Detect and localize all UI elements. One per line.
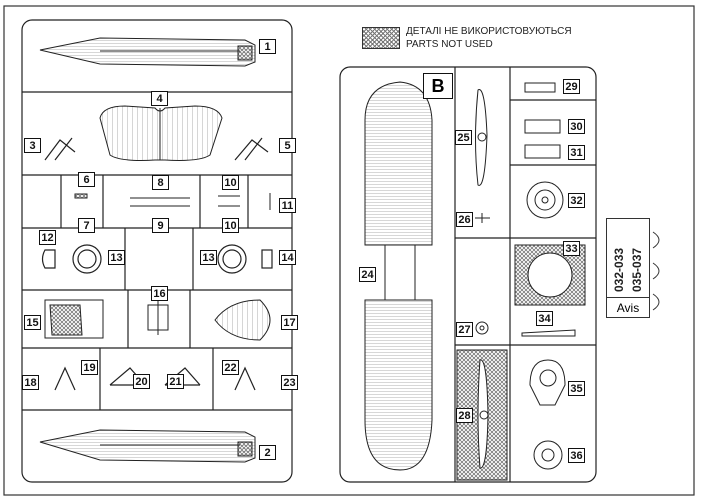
parts-35-36 (529, 359, 566, 470)
part-label-36: 36 (568, 448, 585, 463)
part-label-23: 23 (281, 375, 298, 390)
fuselage-half-bottom (39, 429, 256, 463)
part-label-12: 12 (39, 230, 56, 245)
small-parts-26-27 (475, 213, 490, 335)
part-label-9: 9 (152, 218, 169, 233)
code-box-arcs (652, 231, 660, 311)
kit-code-1: 032-033 (612, 247, 626, 292)
part-label-11: 11 (279, 198, 296, 213)
part-label-25: 25 (455, 130, 472, 145)
wing-part-24 (364, 81, 433, 471)
parts-29-31 (524, 82, 561, 159)
part-16-frame (147, 300, 169, 335)
part-label-21: 21 (167, 374, 184, 389)
part-label-26: 26 (456, 212, 473, 227)
part-label-13b: 13 (200, 250, 217, 265)
part-label-13a: 13 (108, 250, 125, 265)
part-label-17: 17 (281, 315, 298, 330)
part-17-cowl (214, 299, 271, 341)
part-label-35: 35 (568, 381, 585, 396)
part-label-19: 19 (81, 360, 98, 375)
part-label-16: 16 (151, 286, 168, 301)
part-label-3: 3 (24, 138, 41, 153)
brand-label: Avis (606, 297, 650, 318)
part-label-28: 28 (456, 408, 473, 423)
part-label-22: 22 (222, 360, 239, 375)
tailplane-part (99, 105, 223, 161)
part-label-30: 30 (568, 119, 585, 134)
part-33-not-used (514, 244, 586, 306)
wheel-parts (41, 244, 273, 274)
small-parts-row (74, 193, 271, 210)
part-34-gun (521, 329, 576, 337)
part-label-32: 32 (568, 193, 585, 208)
part-label-10b: 10 (222, 218, 239, 233)
part-label-31: 31 (568, 145, 585, 160)
part-label-27: 27 (456, 322, 473, 337)
part-label-1: 1 (259, 39, 276, 54)
part-label-5: 5 (279, 138, 296, 153)
part-label-2: 2 (259, 445, 276, 460)
legend-text-en: PARTS NOT USED (406, 39, 493, 50)
not-used-swatch (362, 27, 400, 49)
part-label-18: 18 (22, 375, 39, 390)
part-label-20: 20 (133, 374, 150, 389)
part-15-frame (44, 299, 104, 339)
part-label-15: 15 (24, 315, 41, 330)
part-label-33: 33 (563, 241, 580, 256)
part-label-10a: 10 (222, 175, 239, 190)
strut-parts-3-5 (44, 137, 269, 161)
part-label-7: 7 (78, 218, 95, 233)
propeller-part-25 (475, 89, 488, 186)
fuselage-half-top (39, 37, 256, 67)
part-label-6: 6 (78, 172, 95, 187)
kit-code-box (606, 218, 650, 318)
page-frame (3, 5, 695, 496)
left-sprue (21, 19, 293, 483)
legend-text-uk: ДЕТАЛІ НЕ ВИКОРИСТОВУЮТЬСЯ (406, 26, 572, 37)
engine-part-32 (526, 181, 564, 219)
part-label-14: 14 (279, 250, 296, 265)
part-label-34: 34 (536, 311, 553, 326)
sheet-letter: B (423, 73, 453, 99)
part-label-4: 4 (151, 91, 168, 106)
part-label-8: 8 (152, 175, 169, 190)
kit-code-2: 035-037 (630, 247, 644, 292)
part-label-29: 29 (563, 79, 580, 94)
propeller-part-28 (456, 349, 508, 481)
part-label-24: 24 (359, 267, 376, 282)
